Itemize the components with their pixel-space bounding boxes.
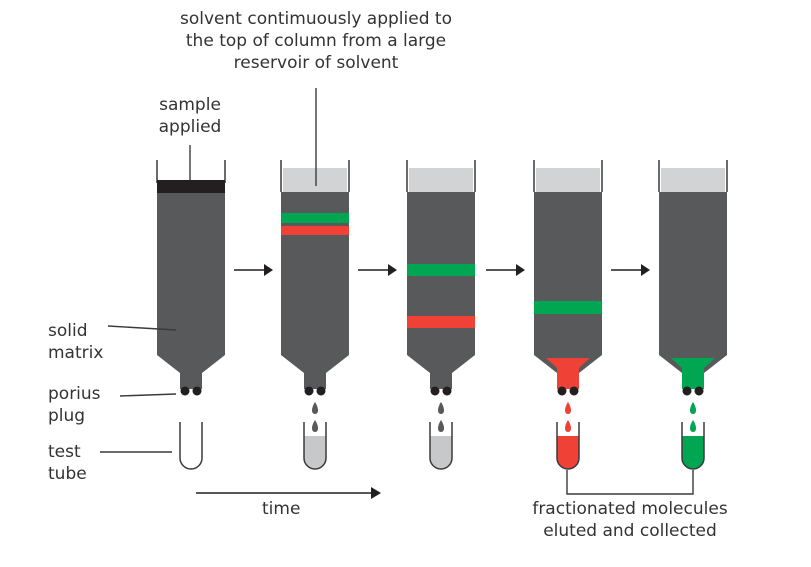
drop-3a	[438, 402, 444, 414]
label-test-tube: test tube	[48, 442, 87, 484]
column-2-walls	[280, 160, 350, 192]
leader-porous-plug	[119, 393, 177, 397]
column-4-walls	[533, 160, 603, 192]
drop-5a	[690, 402, 696, 414]
stage-arrows	[234, 264, 650, 276]
label-solid-matrix: solid matrix	[48, 321, 104, 363]
column-3-green-band	[407, 264, 475, 276]
porous-plug-2b	[316, 386, 326, 396]
test-tube-5	[681, 422, 705, 470]
arrow-4-to-5-head	[641, 264, 650, 276]
arrow-3-to-4-head	[516, 264, 525, 276]
drop-3b	[438, 420, 444, 432]
column-2-solvent-layer	[283, 168, 347, 192]
porous-plug-2a	[304, 386, 314, 396]
test-tube-5-fill	[682, 436, 704, 469]
drop-4a	[565, 402, 571, 414]
porous-plug-4b	[569, 386, 579, 396]
column-4-neck-red	[546, 358, 590, 389]
porous-plug-5b	[694, 386, 704, 396]
test-tube-1	[179, 422, 203, 470]
column-3-red-band	[407, 316, 475, 328]
column-5-neck-green	[671, 358, 715, 389]
drop-2a	[312, 402, 318, 414]
time-arrow	[196, 487, 381, 499]
label-solvent: solvent contimuously applied to the top …	[180, 9, 452, 73]
column-2-green-band	[281, 213, 349, 223]
column-2-matrix	[281, 192, 349, 389]
drop-2b	[312, 420, 318, 432]
porous-plug-5a	[682, 386, 692, 396]
test-tube-4-fill	[557, 436, 579, 469]
column-5	[658, 160, 728, 470]
porous-plug-1a	[180, 386, 190, 396]
leader-lines	[100, 88, 694, 495]
test-tube-2	[303, 422, 327, 470]
column-3-matrix	[407, 192, 475, 389]
porous-plug-4a	[557, 386, 567, 396]
test-tube-3-fill	[430, 436, 452, 469]
drop-5b	[690, 420, 696, 432]
column-4-solvent-layer	[536, 168, 600, 192]
arrow-1-to-2-head	[264, 264, 273, 276]
test-tube-2-fill	[304, 436, 326, 469]
column-3-solvent-layer	[409, 168, 473, 192]
column-4-green-band	[534, 301, 602, 314]
label-porous-plug: porius plug	[48, 384, 101, 426]
arrow-2-to-3-head	[388, 264, 397, 276]
porous-plug-3a	[430, 386, 440, 396]
leader-solid-matrix	[107, 325, 177, 331]
column-1-sample-band	[157, 180, 225, 193]
column-5-solvent-layer	[661, 168, 725, 192]
column-5-matrix	[659, 192, 727, 389]
column-1-matrix	[157, 192, 225, 389]
test-tube-3	[429, 422, 453, 470]
column-2	[280, 160, 350, 470]
column-3-walls	[406, 160, 476, 192]
column-1	[156, 160, 226, 470]
label-time: time	[262, 499, 301, 519]
porous-plug-3b	[442, 386, 452, 396]
leader-fractionated-bracket	[566, 470, 694, 495]
column-5-walls	[658, 160, 728, 192]
label-fractionated-molecules: fractionated molecules eluted and collec…	[532, 499, 728, 541]
test-tube-4	[556, 422, 580, 470]
column-3	[406, 160, 476, 470]
column-4	[533, 160, 603, 470]
porous-plug-1b	[192, 386, 202, 396]
column-2-red-band	[281, 226, 349, 235]
column-1-walls	[156, 160, 226, 183]
label-sample-applied: sample applied	[158, 95, 222, 137]
column-4-matrix	[534, 192, 602, 389]
drop-4b	[565, 420, 571, 432]
